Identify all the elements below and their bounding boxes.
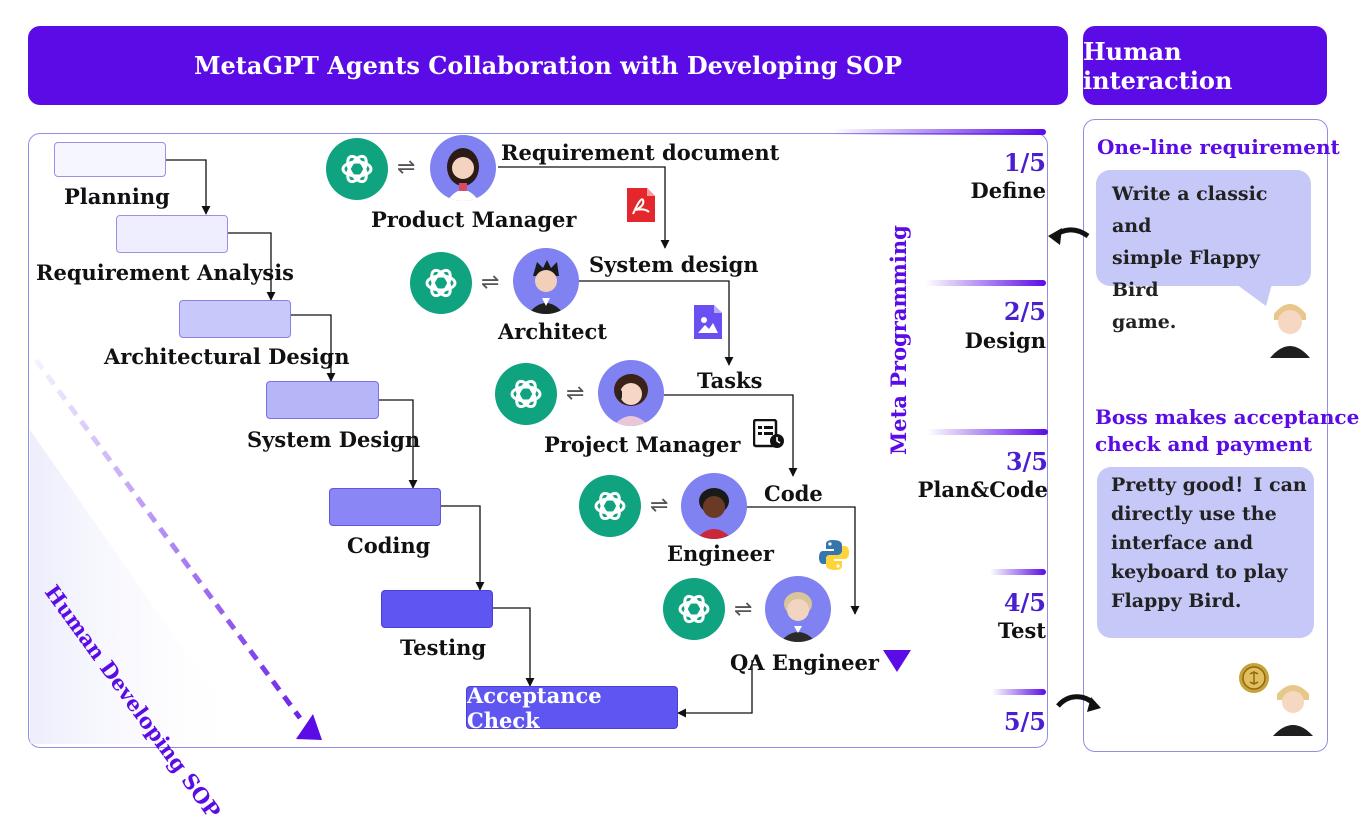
sop-box-system-design (266, 381, 379, 419)
artifact-requirement-document: Requirement document (501, 140, 780, 165)
stage-4-name: Test (997, 618, 1046, 643)
requirement-bubble: Write a classic and simple Flappy Bird g… (1096, 170, 1311, 333)
role-engineer: Engineer (667, 541, 774, 566)
engineer-avatar (681, 473, 747, 539)
chatgpt-icon (495, 363, 557, 425)
sop-box-coding (329, 488, 441, 526)
boss-line: interface and (1111, 532, 1254, 554)
pdf-icon (627, 188, 655, 226)
boss-line: directly use the (1111, 503, 1277, 525)
meta-programming-text: Meta Programming (886, 225, 911, 455)
artifact-system-design: System design (589, 252, 759, 277)
main-title: MetaGPT Agents Collaboration with Develo… (193, 51, 903, 80)
product-manager-avatar (430, 135, 496, 201)
sop-label-architectural-design: Architectural Design (104, 344, 350, 369)
role-qa-engineer: QA Engineer (730, 650, 879, 675)
qa-engineer-avatar (765, 576, 831, 642)
python-icon (818, 539, 850, 575)
sop-label-testing: Testing (400, 635, 487, 660)
artifact-code: Code (764, 481, 823, 506)
stage-2-name: Design (964, 328, 1046, 353)
task-list-icon (752, 418, 785, 453)
role-architect: Architect (498, 319, 607, 344)
boss-title-line: Boss makes acceptance (1095, 405, 1359, 429)
role-product-manager: Product Manager (371, 207, 577, 232)
role-project-manager: Project Manager (544, 432, 741, 457)
user-avatar (1262, 292, 1318, 362)
side-title: Human interaction (1083, 36, 1233, 95)
coin-icon (1238, 662, 1270, 698)
stage-3-name: Plan&Code (917, 477, 1048, 502)
boss-feedback-bubble: Pretty good！I can directly use the inter… (1097, 467, 1314, 638)
stage-5-num: 5/5 (1003, 707, 1046, 736)
boss-title-line: check and payment (1095, 432, 1313, 456)
artifact-tasks: Tasks (697, 368, 763, 393)
image-icon (694, 305, 722, 343)
stage-2-num: 2/5 (1003, 297, 1046, 326)
stage-3-num: 3/5 (1005, 447, 1048, 476)
swap-icon: ⇌ (734, 597, 753, 622)
diagram-connectors (30, 129, 1101, 744)
chatgpt-icon (579, 475, 641, 537)
swap-icon: ⇌ (397, 155, 416, 180)
chatgpt-icon (410, 252, 472, 314)
swap-icon: ⇌ (566, 381, 585, 406)
sop-box-testing (381, 590, 493, 628)
architect-avatar (513, 248, 579, 314)
sop-label-system-design: System Design (247, 427, 421, 452)
bubble-tail (1236, 284, 1272, 306)
stage-1-num: 1/5 (1003, 148, 1046, 177)
one-line-requirement-title: One-line requirement (1097, 135, 1340, 159)
stage-4-num: 4/5 (1003, 588, 1046, 617)
boss-acceptance-title: Boss makes acceptance check and payment (1095, 404, 1359, 458)
project-manager-avatar (598, 360, 664, 426)
swap-icon: ⇌ (650, 493, 669, 518)
requirement-line: game. (1112, 311, 1177, 333)
stage-1-name: Define (970, 178, 1046, 203)
acceptance-check-label: Acceptance Check (467, 682, 602, 733)
sop-box-requirement-analysis (116, 215, 228, 253)
boss-line: keyboard to play (1111, 561, 1288, 583)
swap-icon: ⇌ (481, 270, 500, 295)
boss-line: Flappy Bird. (1111, 590, 1242, 612)
sop-box-planning (54, 142, 166, 177)
sop-box-architectural-design (179, 300, 291, 338)
acceptance-check-box: Acceptance Check (466, 683, 678, 733)
main-title-banner: MetaGPT Agents Collaboration with Develo… (28, 26, 1068, 105)
sop-label-coding: Coding (347, 533, 431, 558)
meta-programming-label: Meta Programming (886, 225, 911, 455)
chatgpt-icon (663, 578, 725, 640)
requirement-line: simple Flappy Bird (1112, 247, 1260, 301)
boss-avatar (1266, 674, 1320, 740)
requirement-line: Write a classic and (1112, 183, 1268, 237)
sop-label-requirement-analysis: Requirement Analysis (36, 260, 294, 285)
chatgpt-icon (326, 138, 388, 200)
sop-label-planning: Planning (64, 184, 170, 209)
side-title-banner: Human interaction (1083, 26, 1327, 105)
boss-line: Pretty good！I can (1111, 474, 1307, 496)
